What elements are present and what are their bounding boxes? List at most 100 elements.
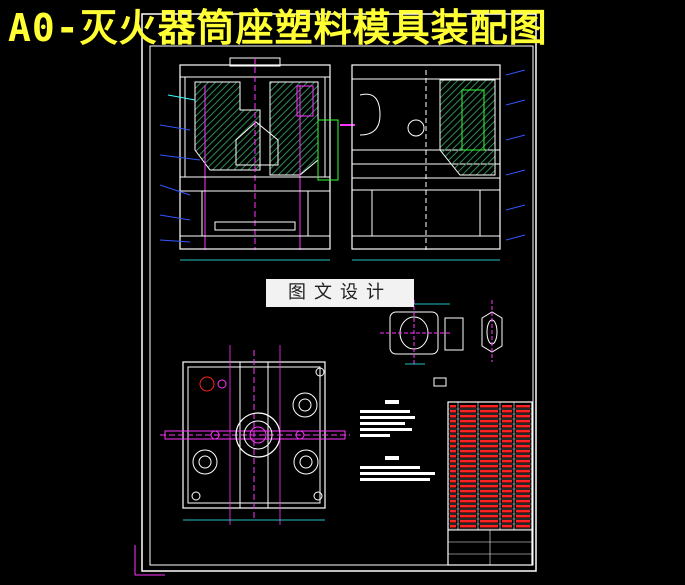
parts-list-cell [450, 480, 456, 483]
parts-list-cell [516, 420, 530, 423]
parts-list-cell [480, 405, 498, 408]
parts-list-cell [502, 465, 512, 468]
parts-list-cell [516, 455, 530, 458]
parts-list-cell [516, 495, 530, 498]
parts-list-cell [460, 505, 476, 508]
parts-list-cell [450, 425, 456, 428]
parts-list-cell [502, 520, 512, 523]
parts-list-cell [502, 420, 512, 423]
parts-list-cell [480, 525, 498, 528]
parts-list-cell [516, 520, 530, 523]
parts-list-cell [450, 505, 456, 508]
parts-list-cell [502, 415, 512, 418]
parts-list-cell [516, 435, 530, 438]
parts-list-cell [460, 420, 476, 423]
parts-list-cell [516, 470, 530, 473]
parts-list-cell [460, 475, 476, 478]
parts-list-cell [460, 480, 476, 483]
parts-list-cell [480, 440, 498, 443]
parts-list-cell [516, 445, 530, 448]
parts-list-cell [502, 475, 512, 478]
parts-list-cell [480, 485, 498, 488]
technical-notes [360, 400, 435, 481]
parts-list-cell [450, 495, 456, 498]
parts-list-cell [502, 405, 512, 408]
parts-list-cell [502, 480, 512, 483]
parts-list-cell [516, 510, 530, 513]
parts-list-cell [480, 505, 498, 508]
parts-list-table [447, 401, 533, 566]
parts-list-cell [450, 520, 456, 523]
drawing-title: A0-灭火器筒座塑料模具装配图 [8, 6, 548, 50]
parts-list-cell [460, 515, 476, 518]
parts-list-cell [502, 515, 512, 518]
parts-list-cell [460, 445, 476, 448]
parts-list-cell [516, 490, 530, 493]
plan-view [160, 345, 350, 525]
section-view-right [351, 64, 526, 261]
watermark-label: 图文设计 [266, 279, 414, 307]
parts-list-cell [502, 410, 512, 413]
parts-list-cell [480, 475, 498, 478]
parts-list-cell [502, 425, 512, 428]
parts-list-cell [516, 500, 530, 503]
parts-list-cell [480, 450, 498, 453]
parts-list-cell [516, 415, 530, 418]
parts-list-cell [450, 450, 456, 453]
parts-list-cell [480, 445, 498, 448]
parts-list-cell [450, 415, 456, 418]
drawing-frame [141, 13, 537, 572]
parts-list-cell [480, 480, 498, 483]
parts-list-cell [460, 435, 476, 438]
parts-list-cell [480, 515, 498, 518]
parts-list-cell [516, 410, 530, 413]
parts-list-cell [516, 460, 530, 463]
parts-list-cell [460, 455, 476, 458]
parts-list-cell [450, 485, 456, 488]
parts-list-cell [460, 495, 476, 498]
parts-list-cell [460, 460, 476, 463]
ucs-axis-icon [134, 545, 165, 576]
parts-list-cell [450, 455, 456, 458]
parts-list-cell [450, 525, 456, 528]
parts-list-cell [460, 500, 476, 503]
parts-list-cell [516, 505, 530, 508]
parts-list-cell [480, 500, 498, 503]
parts-list-cell [460, 415, 476, 418]
parts-list-cell [480, 490, 498, 493]
parts-list-cell [460, 470, 476, 473]
parts-list-cell [480, 410, 498, 413]
parts-list-cell [516, 440, 530, 443]
parts-list-cell [502, 430, 512, 433]
parts-list-cell [450, 445, 456, 448]
parts-list-cell [502, 505, 512, 508]
parts-list-cell [480, 425, 498, 428]
parts-list-cell [502, 455, 512, 458]
parts-list-cell [450, 500, 456, 503]
parts-list-cell [450, 465, 456, 468]
parts-list-cell [516, 525, 530, 528]
parts-list-cell [516, 480, 530, 483]
parts-list-cell [516, 475, 530, 478]
parts-list-cell [450, 405, 456, 408]
parts-list-cell [480, 430, 498, 433]
parts-list-cell [502, 495, 512, 498]
parts-list-cell [460, 490, 476, 493]
parts-list-cell [480, 495, 498, 498]
parts-list-cell [480, 470, 498, 473]
parts-list-cell [502, 445, 512, 448]
parts-list-cell [480, 455, 498, 458]
parts-list-cell [450, 490, 456, 493]
parts-list-cell [450, 420, 456, 423]
parts-list-cell [460, 440, 476, 443]
parts-list-cell [460, 525, 476, 528]
parts-list-cell [502, 510, 512, 513]
parts-list-cell [460, 465, 476, 468]
parts-list-cell [502, 440, 512, 443]
section-view-left [159, 57, 355, 261]
parts-list-cell [516, 485, 530, 488]
parts-list-cell [502, 435, 512, 438]
parts-list-cell [450, 435, 456, 438]
parts-list-cell [480, 460, 498, 463]
parts-list-cell [460, 405, 476, 408]
